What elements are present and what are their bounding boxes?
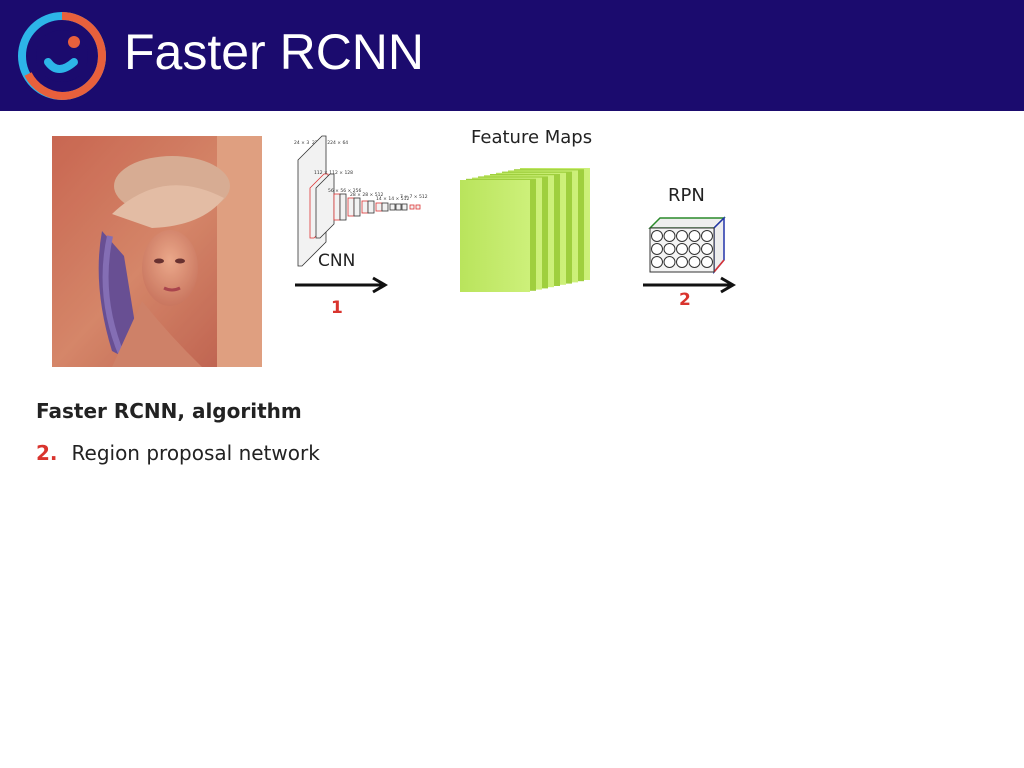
anchor-circle <box>651 256 663 268</box>
anchor-circle <box>676 230 688 242</box>
cnn-dim-label: 224 × 224 × 64 <box>312 140 348 146</box>
anchor-circle <box>676 256 688 268</box>
cnn-dim-label: 24 × 3 <box>294 140 309 146</box>
slide-title: Faster RCNN <box>124 24 425 80</box>
feature-map-layer <box>460 180 530 292</box>
rpn-anchor-grid <box>648 216 726 275</box>
arrow-2-icon <box>643 276 736 294</box>
cnn-dim-label: 14 × 14 × 512 <box>376 196 409 202</box>
logo-icon <box>18 12 106 100</box>
anchor-circle <box>688 243 701 255</box>
step-2-number: 2 <box>679 290 691 310</box>
anchor-circle <box>701 243 713 255</box>
anchor-circle <box>663 256 676 268</box>
step-1-number: 1 <box>331 298 343 318</box>
cnn-dim-label: 28 × 28 × 512 <box>350 192 383 198</box>
input-photo <box>52 136 262 367</box>
anchor-circle <box>651 243 663 255</box>
anchor-circle <box>701 230 713 242</box>
anchor-circle <box>688 230 701 242</box>
algorithm-heading: Faster RCNN, algorithm <box>36 399 302 423</box>
feature-maps-stack <box>460 168 590 292</box>
cnn-dim-label: 7 × 7 × 512 <box>400 194 428 200</box>
anchor-circle <box>676 243 688 255</box>
rpn-label: RPN <box>668 185 705 206</box>
cnn-dim-label: 56 × 56 × 256 <box>328 188 361 194</box>
anchor-circle <box>701 256 713 268</box>
anchor-circle <box>651 230 663 242</box>
list-item-text: Region proposal network <box>71 441 320 465</box>
anchor-circle <box>688 256 701 268</box>
algorithm-list-item: 2. Region proposal network <box>36 441 320 465</box>
feature-maps-label: Feature Maps <box>471 127 593 148</box>
cnn-architecture-diagram: 24 × 3 224 × 224 × 64 112 × 112 × 128 56… <box>294 135 428 267</box>
arrow-1-icon <box>295 276 388 294</box>
cnn-dim-label: 112 × 112 × 128 <box>314 170 353 176</box>
list-item-number: 2. <box>36 441 58 465</box>
cnn-label: CNN <box>318 251 356 271</box>
anchor-circle <box>663 243 676 255</box>
anchor-circle <box>663 230 676 242</box>
slide-header: Faster RCNN <box>0 0 1024 111</box>
